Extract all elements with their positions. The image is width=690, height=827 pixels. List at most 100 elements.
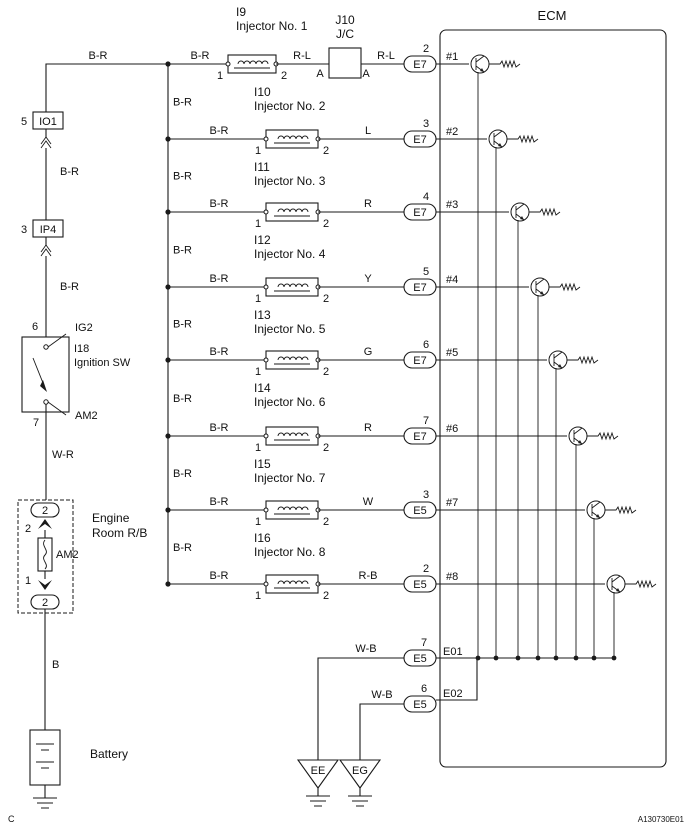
ecm-pin-e02: E02 xyxy=(443,688,463,700)
injector-pin-left-6: 1 xyxy=(255,442,261,454)
injector-id-3: I11 xyxy=(254,160,270,174)
ecm-signal-1: #1 xyxy=(446,51,458,63)
injector-name-5: Injector No. 5 xyxy=(254,322,326,336)
junction-pin-out: A xyxy=(362,68,370,80)
ignition-term-top: IG2 xyxy=(75,322,93,334)
transistor-icon-5 xyxy=(548,350,568,370)
injector-7 xyxy=(265,500,319,520)
wire-label-out-5: G xyxy=(364,346,373,358)
injector-coil-icon-1 xyxy=(237,60,269,65)
connector-ip4-label: IP4 xyxy=(40,224,57,236)
injector-pin-left-3: 1 xyxy=(255,218,261,230)
junction-id: J10 xyxy=(335,13,355,27)
wire-label-out-2: L xyxy=(365,125,371,137)
wire-label-top: B-R xyxy=(89,50,108,62)
injector-pin-right-8: 2 xyxy=(323,590,329,602)
injector-pin-right-6: 2 xyxy=(323,442,329,454)
wire-label-out-3: R xyxy=(364,198,372,210)
injector-id-6: I14 xyxy=(254,381,271,395)
ground-conn-eg-pin: 6 xyxy=(421,683,427,695)
wire-label-out-8: R-B xyxy=(359,570,378,582)
wire-label-branch-5: B-R xyxy=(210,346,229,358)
connector-ip4 xyxy=(32,219,64,238)
wire-label-bus-8: B-R xyxy=(173,542,192,554)
wire-label-out-4: Y xyxy=(364,273,372,285)
injector-pin-left-4: 1 xyxy=(255,293,261,305)
ecm-signal-5: #5 xyxy=(446,347,458,359)
transistor-icon-8 xyxy=(606,574,626,594)
ground-label-eg: EG xyxy=(352,765,368,777)
junction-name: J/C xyxy=(336,27,354,41)
relay-pin-bottom: 1 xyxy=(25,575,31,587)
battery-label: Battery xyxy=(90,747,128,761)
injector-coil-icon-7 xyxy=(277,506,309,511)
wire-label-io1-ip4: B-R xyxy=(60,166,79,178)
transistor-icon-4 xyxy=(530,277,550,297)
ignition-term-bottom: AM2 xyxy=(75,410,98,422)
injector-name-2: Injector No. 2 xyxy=(254,99,326,113)
transistor-icon-1 xyxy=(470,54,490,74)
injector-pin-right-3: 2 xyxy=(323,218,329,230)
ignition-pin-top: 6 xyxy=(32,321,38,333)
injector-pin-left-5: 1 xyxy=(255,366,261,378)
ground-circuits: E5 7 W-B E01 E5 6 W-B E02 EE EG xyxy=(296,637,478,807)
ignition-name: Ignition SW xyxy=(74,357,131,369)
power-feed: B-R IO1 5 B-R IP4 3 B-R 6 7 IG2 AM2 I18 … xyxy=(17,50,171,809)
figure-code: A130730E01 xyxy=(638,815,685,824)
wire-label-bus-2: B-R xyxy=(173,97,192,109)
wire-label-bus-7: B-R xyxy=(173,468,192,480)
ecm-connector-pin-3: 4 xyxy=(423,191,429,203)
injector-pin-left-8: 1 xyxy=(255,590,261,602)
injector-8 xyxy=(265,574,319,594)
ground-conn-ee-label: E5 xyxy=(413,653,426,665)
injector-id-1: I9 xyxy=(236,5,246,19)
transistor-icon-6 xyxy=(568,426,588,446)
wire-label-bus-3: B-R xyxy=(173,171,192,183)
injector-pin-right-4: 2 xyxy=(323,293,329,305)
ecm-connector-label-4: E7 xyxy=(413,282,426,294)
wire-label-sw-rb: W-R xyxy=(52,449,74,461)
ecm-connector-pin-5: 6 xyxy=(423,339,429,351)
ground-wire-eg: W-B xyxy=(371,689,392,701)
relay-block-name-1: Engine xyxy=(92,511,130,525)
injector-name-1: Injector No. 1 xyxy=(236,19,308,33)
wire-label-out-1: R-L xyxy=(293,50,311,62)
injector-id-5: I13 xyxy=(254,308,271,322)
injector-pin-right-7: 2 xyxy=(323,516,329,528)
ecm-connector-label-3: E7 xyxy=(413,207,426,219)
transistor-icon-2 xyxy=(488,129,508,149)
ecm-box xyxy=(439,29,667,768)
ecm-connector-label-1: E7 xyxy=(413,59,426,71)
injector-coil-icon-5 xyxy=(277,356,309,361)
ecm-connector-pin-7: 3 xyxy=(423,489,429,501)
injector-pin-left-1: 1 xyxy=(217,70,223,82)
injector-pin-right-1: 2 xyxy=(281,70,287,82)
ecm-signal-6: #6 xyxy=(446,423,458,435)
ecm-connector-label-8: E5 xyxy=(413,579,426,591)
injector-name-4: Injector No. 4 xyxy=(254,247,326,261)
battery-box xyxy=(29,729,61,786)
wire-label-out-7: W xyxy=(363,496,374,508)
wire-label-branch-2: B-R xyxy=(210,125,229,137)
wire-label-bus-6: B-R xyxy=(173,393,192,405)
wire-label-bus-5: B-R xyxy=(173,319,192,331)
injector-pin-right-5: 2 xyxy=(323,366,329,378)
ground-symbol-ee xyxy=(296,759,340,789)
ecm-signal-3: #3 xyxy=(446,199,458,211)
transistor-icon-3 xyxy=(510,202,530,222)
connector-ip4-pin: 3 xyxy=(21,224,27,236)
connector-io1-pin: 5 xyxy=(21,116,27,128)
ecm-signal-4: #4 xyxy=(446,274,458,286)
relay-block-name-2: Room R/B xyxy=(92,526,147,540)
ecm-signal-2: #2 xyxy=(446,126,458,138)
injector-pin-left-7: 1 xyxy=(255,516,261,528)
injector-3 xyxy=(265,202,319,222)
